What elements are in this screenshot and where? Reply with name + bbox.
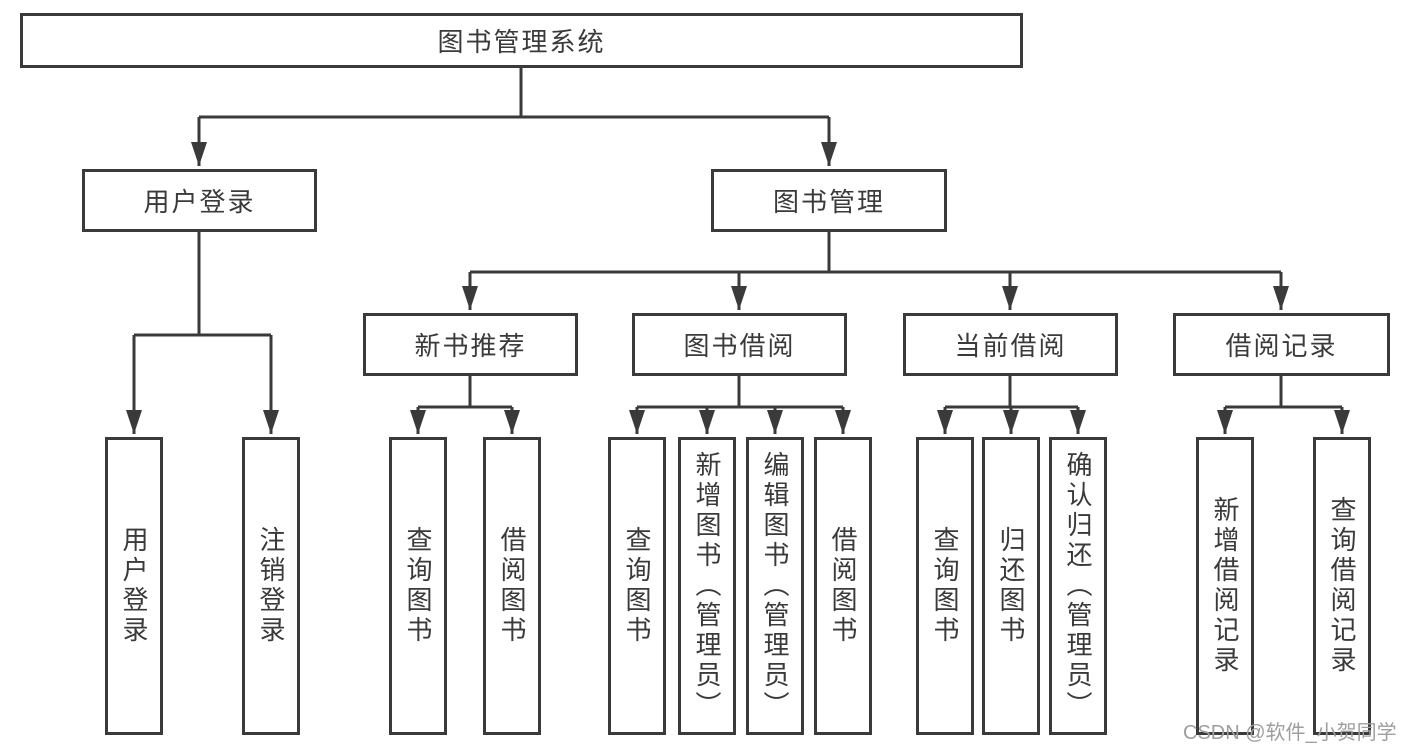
node-new-book-recommend: 新书推荐 — [363, 313, 578, 376]
csdn-watermark: CSDN @软件_小贺同学 — [1183, 722, 1397, 744]
node-user-login-label: 用户登录 — [143, 187, 256, 217]
leaf-node-borrow-books-1: 借阅图书 — [483, 437, 541, 735]
leaf-node-edit-books-admin: 编辑图书（管理员） — [746, 437, 804, 735]
node-book-borrow: 图书借阅 — [632, 313, 847, 376]
leaf-node-query-books-2: 查询图书 — [608, 437, 666, 735]
leaf-label: 用户登录 — [119, 526, 149, 646]
node-book-borrow-label: 图书借阅 — [683, 331, 796, 361]
leaf-node-add-borrow-record: 新增借阅记录 — [1196, 437, 1254, 735]
leaf-label: 新增图书（管理员） — [692, 451, 722, 721]
leaf-node-logout: 注销登录 — [242, 437, 300, 735]
node-book-management: 图书管理 — [711, 169, 947, 232]
connector-book-management-children — [462, 232, 1289, 310]
root-node-label: 图书管理系统 — [437, 27, 606, 57]
connector-new-book-children — [410, 376, 520, 434]
leaf-label: 编辑图书（管理员） — [760, 451, 790, 721]
connector-borrow-record-children — [1217, 376, 1350, 434]
leaf-node-return-books: 归还图书 — [982, 437, 1040, 735]
leaf-label: 查询借阅记录 — [1327, 496, 1357, 676]
leaf-node-confirm-return-admin: 确认归还（管理员） — [1049, 437, 1107, 735]
leaf-label: 确认归还（管理员） — [1063, 451, 1093, 721]
node-current-borrow-label: 当前借阅 — [954, 331, 1067, 361]
node-new-book-recommend-label: 新书推荐 — [414, 331, 527, 361]
connector-current-borrow-children — [937, 376, 1086, 434]
node-user-login: 用户登录 — [82, 169, 317, 232]
leaf-label: 注销登录 — [256, 526, 286, 646]
root-node-system: 图书管理系统 — [20, 13, 1023, 68]
leaf-label: 查询图书 — [622, 526, 652, 646]
leaf-node-query-borrow-record: 查询借阅记录 — [1313, 437, 1371, 735]
node-borrow-record: 借阅记录 — [1173, 313, 1390, 376]
leaf-label: 借阅图书 — [497, 526, 527, 646]
node-current-borrow: 当前借阅 — [903, 313, 1118, 376]
leaf-node-borrow-books-2: 借阅图书 — [814, 437, 872, 735]
leaf-node-query-books-3: 查询图书 — [916, 437, 974, 735]
leaf-label: 借阅图书 — [828, 526, 858, 646]
leaf-label: 归还图书 — [996, 526, 1026, 646]
node-book-management-label: 图书管理 — [772, 187, 885, 217]
leaf-label: 查询图书 — [930, 526, 960, 646]
connector-user-login-children — [126, 232, 279, 434]
leaf-label: 新增借阅记录 — [1210, 496, 1240, 676]
leaf-node-user-login: 用户登录 — [105, 437, 163, 735]
leaf-node-query-books-1: 查询图书 — [389, 437, 447, 735]
leaf-label: 查询图书 — [403, 526, 433, 646]
leaf-node-add-books-admin: 新增图书（管理员） — [678, 437, 736, 735]
connector-book-borrow-children — [629, 376, 851, 434]
connector-root-to-level2 — [191, 68, 837, 166]
node-borrow-record-label: 借阅记录 — [1225, 331, 1338, 361]
